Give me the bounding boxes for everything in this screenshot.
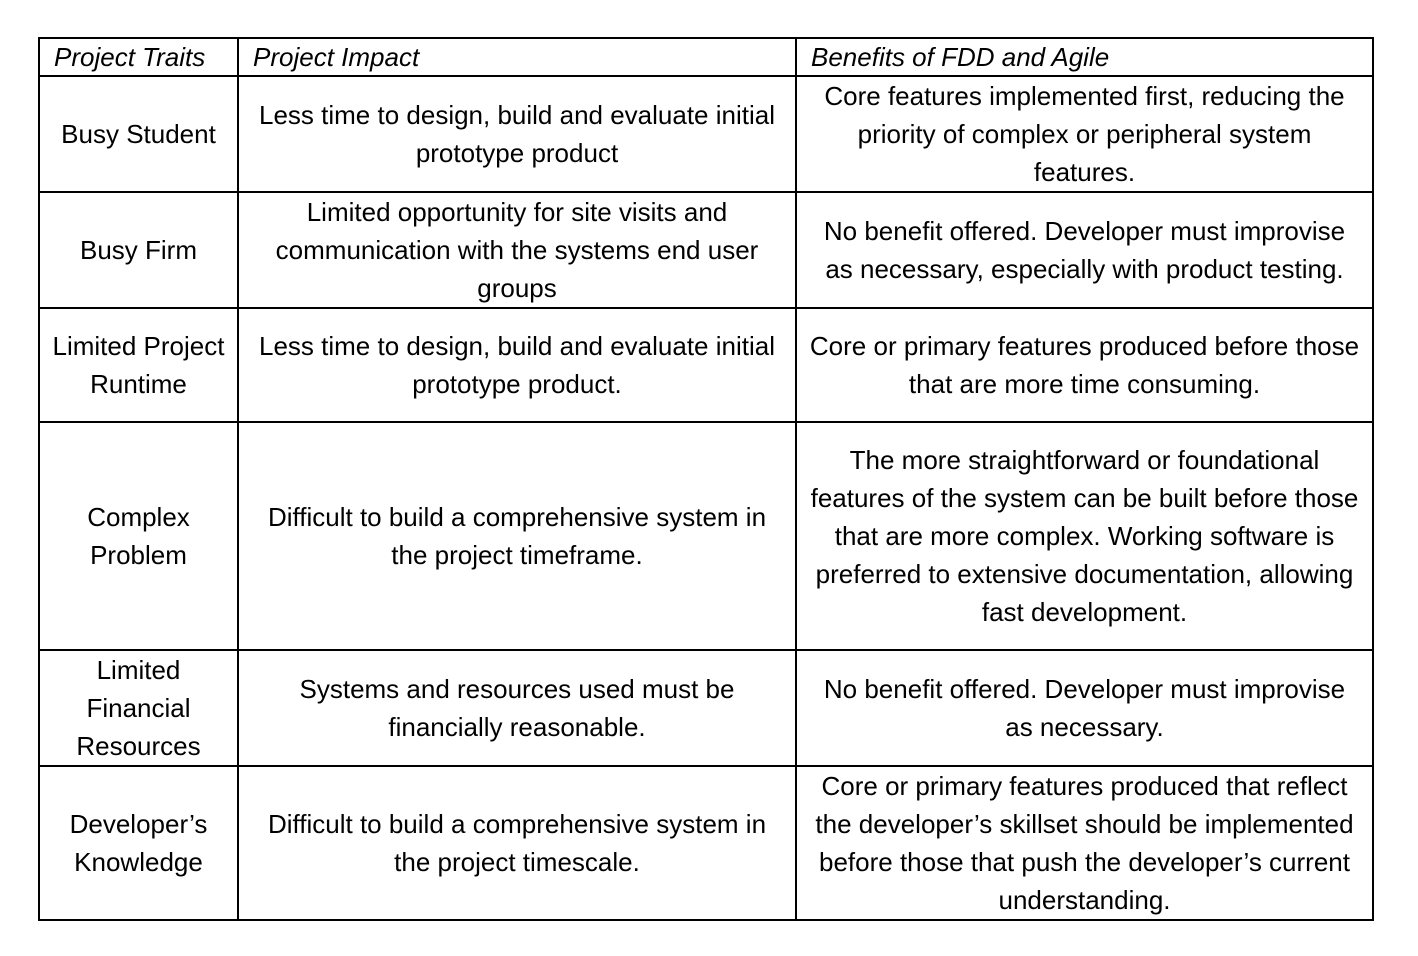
impact-cell: Difficult to build a comprehensive syste… xyxy=(237,765,797,921)
table-body: Busy Student Less time to design, build … xyxy=(38,75,1374,921)
table-row: Complex Problem Difficult to build a com… xyxy=(38,421,1374,651)
header-benefits: Benefits of FDD and Agile xyxy=(795,37,1374,77)
table-row: Limited Financial Resources Systems and … xyxy=(38,649,1374,767)
benefit-cell: The more straightforward or foundational… xyxy=(795,421,1374,651)
trait-cell: Busy Firm xyxy=(38,191,239,309)
benefit-cell: Core or primary features produced that r… xyxy=(795,765,1374,921)
trait-cell: Limited Project Runtime xyxy=(38,307,239,423)
impact-cell: Difficult to build a comprehensive syste… xyxy=(237,421,797,651)
trait-cell: Complex Problem xyxy=(38,421,239,651)
impact-cell: Limited opportunity for site visits and … xyxy=(237,191,797,309)
header-project-traits: Project Traits xyxy=(38,37,239,77)
impact-cell: Less time to design, build and evaluate … xyxy=(237,75,797,193)
benefit-cell: No benefit offered. Developer must impro… xyxy=(795,649,1374,767)
impact-cell: Systems and resources used must be finan… xyxy=(237,649,797,767)
table-row: Busy Firm Limited opportunity for site v… xyxy=(38,191,1374,309)
benefit-cell: Core features implemented first, reducin… xyxy=(795,75,1374,193)
trait-cell: Developer’s Knowledge xyxy=(38,765,239,921)
header-row: Project Traits Project Impact Benefits o… xyxy=(38,37,1374,77)
benefit-cell: Core or primary features produced before… xyxy=(795,307,1374,423)
impact-cell: Less time to design, build and evaluate … xyxy=(237,307,797,423)
traits-benefits-table: Project Traits Project Impact Benefits o… xyxy=(38,37,1374,921)
trait-cell: Limited Financial Resources xyxy=(38,649,239,767)
table-row: Developer’s Knowledge Difficult to build… xyxy=(38,765,1374,921)
table-row: Limited Project Runtime Less time to des… xyxy=(38,307,1374,423)
header-project-impact: Project Impact xyxy=(237,37,797,77)
trait-cell: Busy Student xyxy=(38,75,239,193)
table-header: Project Traits Project Impact Benefits o… xyxy=(38,37,1374,77)
table-row: Busy Student Less time to design, build … xyxy=(38,75,1374,193)
benefit-cell: No benefit offered. Developer must impro… xyxy=(795,191,1374,309)
